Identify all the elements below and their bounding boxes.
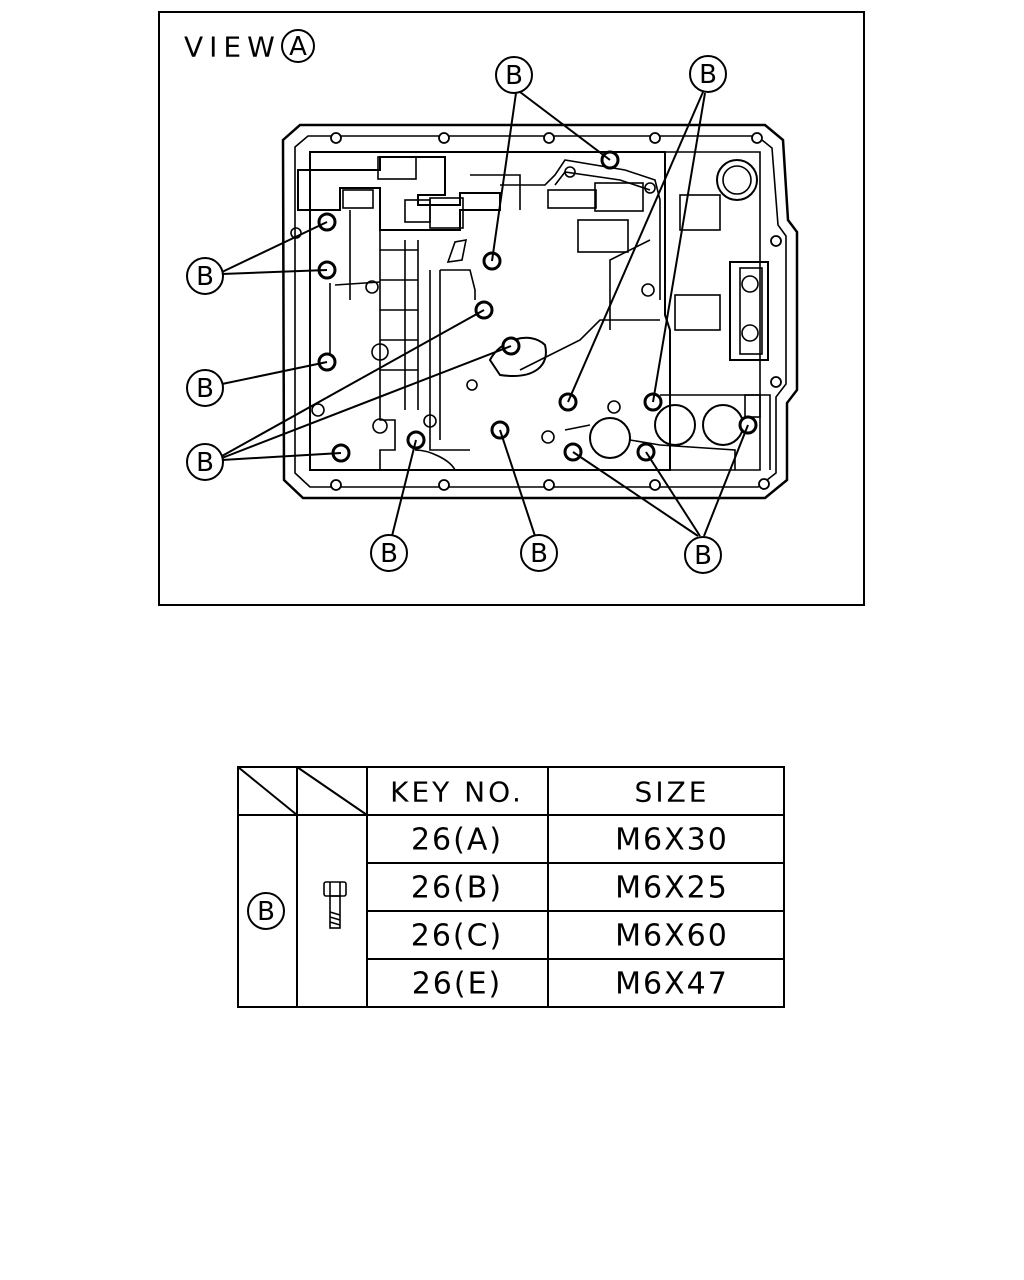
view-a-callout: A: [281, 29, 315, 63]
callout-b: B: [684, 536, 722, 574]
callout-b: B: [495, 56, 533, 94]
view-title: VIEW: [184, 31, 281, 64]
callout-b: B: [689, 55, 727, 93]
table-row-size: M6X60: [615, 919, 729, 954]
table-row-size: M6X25: [615, 871, 729, 906]
bolt-size-table: KEY NO. SIZE B 26(A) M6X30 26(B) M6X25 2…: [237, 766, 785, 1008]
callout-b: B: [186, 369, 224, 407]
valve-body: [281, 123, 799, 500]
view-a-letter: A: [289, 32, 307, 62]
bolt-icon: [323, 881, 347, 929]
callout-b: B: [186, 257, 224, 295]
table-row-size: M6X47: [615, 967, 729, 1002]
callout-b-letter: B: [694, 541, 712, 571]
callout-b-letter: B: [699, 60, 717, 90]
table-header-size: SIZE: [635, 776, 710, 809]
callout-b-letter: B: [196, 448, 214, 478]
table-row-key-no: 26(B): [411, 871, 503, 906]
table-row-size: M6X30: [615, 823, 729, 858]
callout-b-letter: B: [196, 262, 214, 292]
table-group-letter: B: [257, 897, 275, 927]
callout-b-letter: B: [196, 374, 214, 404]
callout-b-letter: B: [505, 61, 523, 91]
table-row-key-no: 26(E): [412, 967, 503, 1002]
table-row-key-no: 26(A): [411, 823, 503, 858]
callout-b: B: [520, 534, 558, 572]
table-header-key-no: KEY NO.: [390, 776, 524, 809]
callout-b-letter: B: [380, 539, 398, 569]
table-group-callout: B: [247, 892, 285, 930]
callout-b: B: [370, 534, 408, 572]
view-frame: [158, 11, 865, 606]
bolt-locations: [317, 150, 758, 463]
leader-lines: [221, 91, 749, 537]
perimeter-holes: [330, 132, 782, 491]
table-row-key-no: 26(C): [411, 919, 504, 954]
callout-b: B: [186, 443, 224, 481]
callout-b-letter: B: [530, 539, 548, 569]
